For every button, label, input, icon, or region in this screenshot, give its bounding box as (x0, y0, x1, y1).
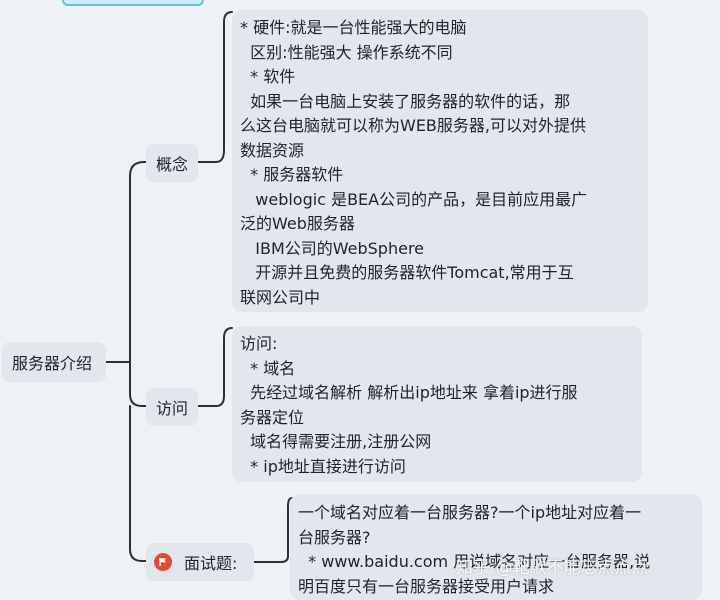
topic-concept-label: 概念 (156, 155, 189, 174)
topic-interview-question[interactable]: 面试题: (146, 543, 254, 581)
topic-access[interactable]: 访问 (146, 388, 198, 426)
root-topic-label: 服务器介绍 (12, 354, 93, 373)
connector-branch-concept (129, 161, 147, 363)
connector-branch-interview (129, 405, 147, 562)
topic-concept[interactable]: 概念 (146, 144, 198, 182)
connector-branch-access (129, 361, 147, 407)
topic-access-label: 访问 (156, 399, 189, 418)
top-selected-node-edge[interactable] (62, 0, 204, 6)
watermark-text: 知乎 @靶歌不能忘点点点 (456, 558, 649, 578)
connector-interview-note (253, 497, 293, 563)
note-interview-detail[interactable]: 一个域名对应着一台服务器?一个ip地址对应着一 台服务器? * www.baid… (290, 494, 702, 600)
root-topic-server-intro[interactable]: 服务器介绍 (2, 342, 106, 382)
topic-interview-label: 面试题: (184, 554, 238, 573)
note-concept-detail[interactable]: * 硬件:就是一台性能强大的电脑 区别:性能强大 操作系统不同 * 软件 如果一… (232, 10, 648, 312)
connector-concept-note (197, 11, 233, 163)
flag-icon (154, 553, 172, 571)
note-access-detail[interactable]: 访问: * 域名 先经过域名解析 解析出ip地址来 拿着ip进行服 务器定位 域… (232, 326, 642, 482)
connector-access-note (197, 327, 233, 407)
